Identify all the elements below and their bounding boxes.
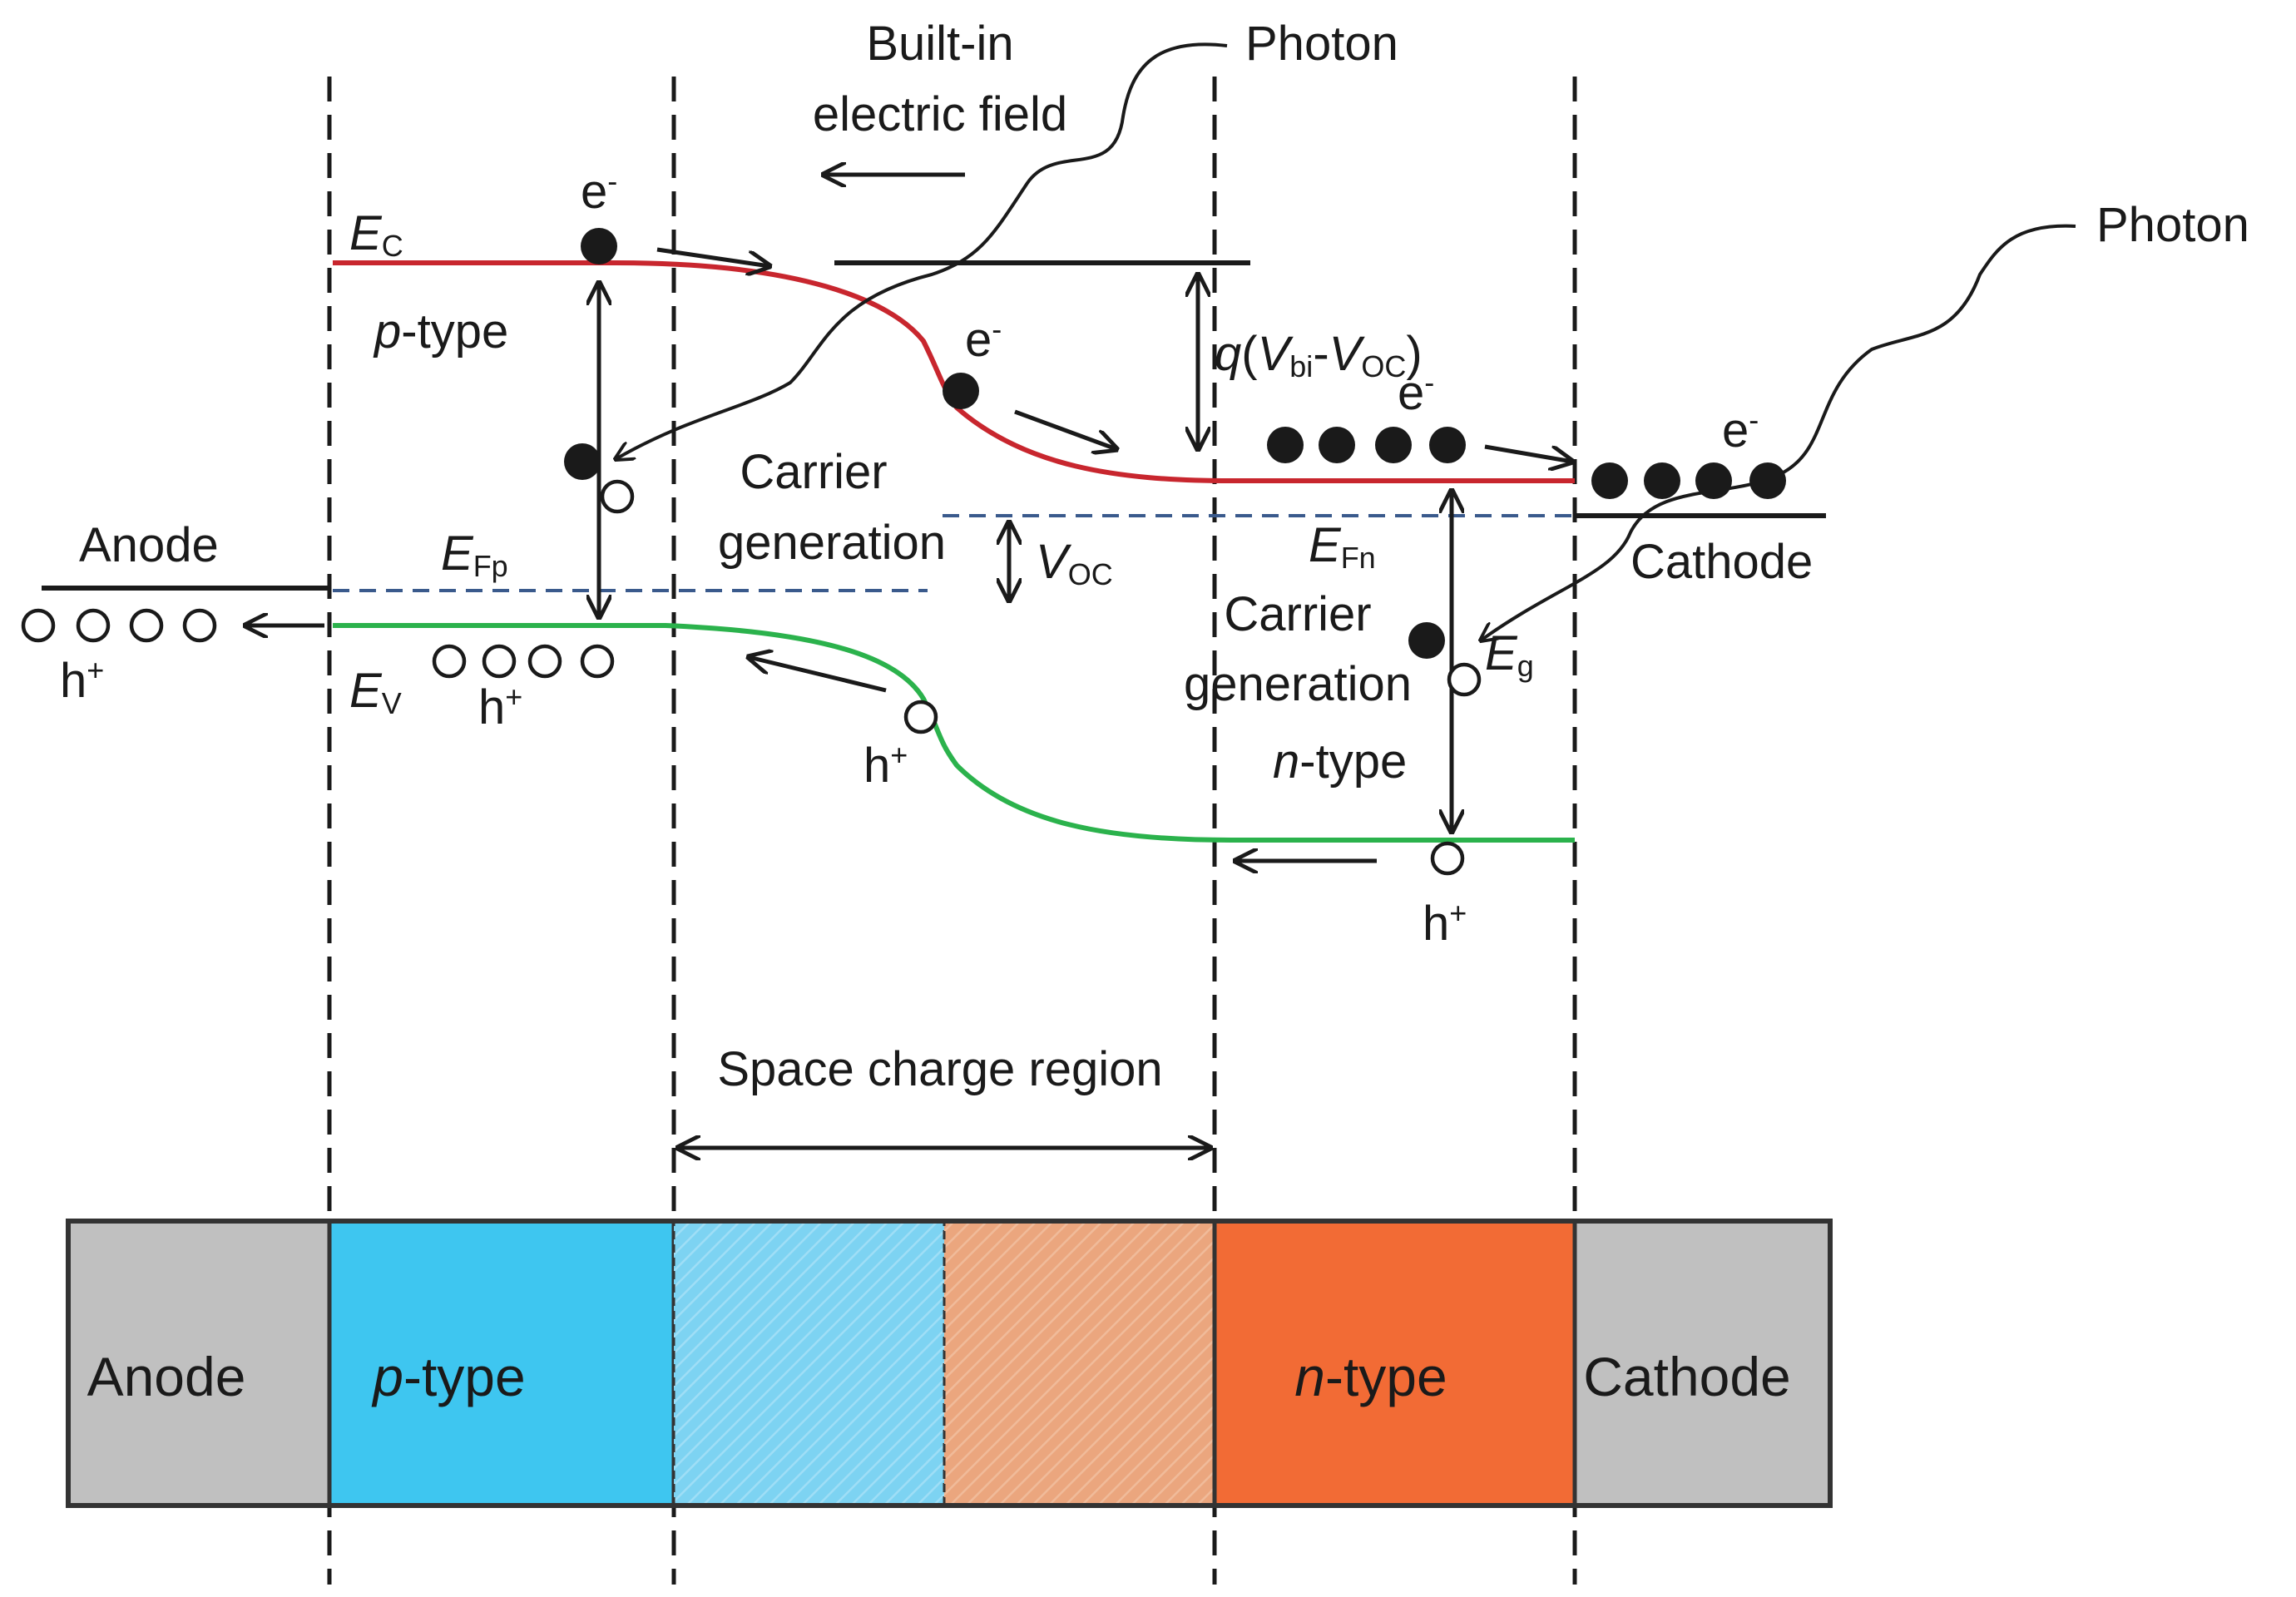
ev-label: EV xyxy=(349,664,402,720)
hole xyxy=(482,644,517,679)
hole-label: h+ xyxy=(60,653,104,708)
electron xyxy=(1375,427,1412,463)
photon-wave-right xyxy=(1481,224,2076,640)
electron xyxy=(1749,462,1786,499)
electron xyxy=(1695,462,1732,499)
hole xyxy=(580,644,615,679)
bar-n-type-label: n-type xyxy=(1294,1346,1447,1407)
electron-label: e- xyxy=(965,312,1002,367)
efp-label: EFp xyxy=(441,527,508,583)
hole xyxy=(1447,662,1482,697)
hole xyxy=(600,479,635,514)
hole xyxy=(903,700,938,734)
bar-cathode-label: Cathode xyxy=(1583,1346,1791,1407)
n-depletion-block xyxy=(943,1219,1216,1507)
arrows xyxy=(245,175,1572,1148)
builtin-field-label-1: Built-in xyxy=(866,17,1013,71)
electron-label: e- xyxy=(1398,365,1434,420)
hole xyxy=(527,644,562,679)
hole xyxy=(1430,841,1465,876)
hole-label: h+ xyxy=(1423,896,1467,951)
device-structure-bar: Anode p-type n-type Cathode xyxy=(66,1219,1833,1508)
p-depletion-block xyxy=(672,1219,946,1507)
electron-label: e- xyxy=(1722,403,1759,457)
electron-label: e- xyxy=(581,164,617,219)
cathode-block xyxy=(1572,1219,1833,1508)
hole xyxy=(182,608,217,643)
electron-drift-arrow-1 xyxy=(656,247,769,266)
photon-wave-top xyxy=(616,42,1228,459)
cathode-label: Cathode xyxy=(1630,535,1813,589)
space-charge-region-label: Space charge region xyxy=(717,1042,1162,1096)
hole xyxy=(76,608,111,643)
holes xyxy=(21,479,1482,876)
voc-label: VOC xyxy=(1036,535,1113,591)
electron xyxy=(581,228,617,265)
n-region-block xyxy=(1212,1219,1577,1508)
builtin-field-label-2: electric field xyxy=(813,87,1067,141)
bar-p-type-label: p-type xyxy=(371,1346,525,1407)
p-type-label: p-type xyxy=(373,304,508,358)
carrier-generation-label-1a: Carrier xyxy=(740,445,887,499)
electron xyxy=(1644,462,1680,499)
bar-anode-label: Anode xyxy=(87,1346,246,1407)
electron-drift-arrow-2 xyxy=(1014,409,1116,449)
hole xyxy=(432,644,467,679)
electron xyxy=(1319,427,1355,463)
electrons xyxy=(564,228,1786,659)
electron xyxy=(943,373,979,409)
hole-drift-arrow-1 xyxy=(749,657,887,693)
hole xyxy=(21,608,56,643)
electron xyxy=(1267,427,1304,463)
efn-label: EFn xyxy=(1309,518,1376,575)
electron xyxy=(1408,622,1445,659)
carrier-generation-label-2a: Carrier xyxy=(1224,587,1371,641)
hole-label: h+ xyxy=(478,680,522,734)
n-type-label: n-type xyxy=(1273,734,1407,789)
device-bar-outline xyxy=(66,1219,1833,1508)
ec-label: EC xyxy=(349,206,403,263)
hole xyxy=(129,608,164,643)
electron xyxy=(564,443,601,480)
region-boundaries xyxy=(327,77,1577,1585)
anode-label: Anode xyxy=(79,518,219,572)
conduction-band xyxy=(333,260,1575,483)
photon-label-right: Photon xyxy=(2096,198,2249,252)
valence-band xyxy=(333,623,1575,843)
eg-label: Eg xyxy=(1485,626,1534,683)
electron-drift-arrow-3 xyxy=(1484,444,1572,462)
electron xyxy=(1429,427,1466,463)
hole-label: h+ xyxy=(863,738,908,793)
photon-label-top: Photon xyxy=(1245,17,1398,71)
carrier-generation-label-2b: generation xyxy=(1184,657,1412,711)
qv-label: q(Vbi-VOC) xyxy=(1215,327,1423,383)
electron xyxy=(1591,462,1628,499)
carrier-generation-label-1b: generation xyxy=(718,516,946,570)
